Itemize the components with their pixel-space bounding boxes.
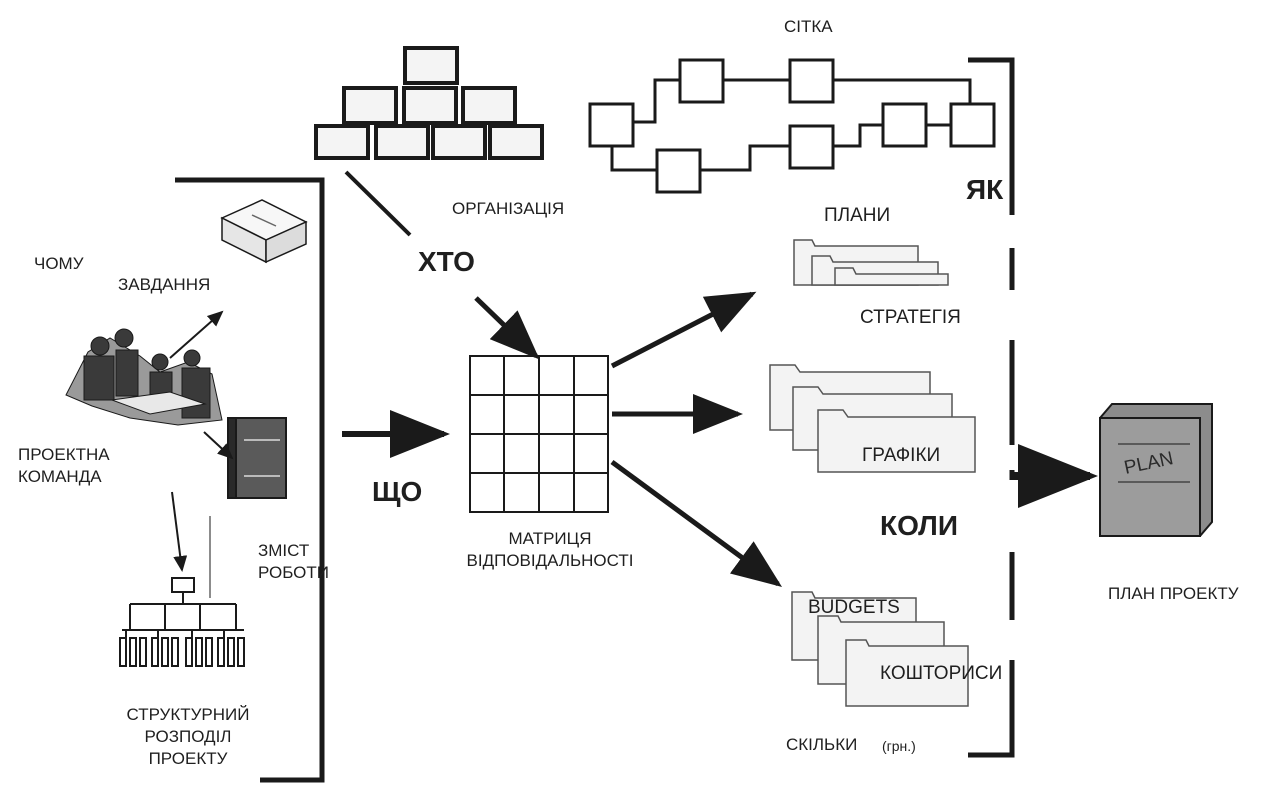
when-label: КОЛИ	[880, 510, 958, 541]
project-plan-label: ПЛАН ПРОЕКТУ	[1108, 584, 1239, 603]
document-icon	[220, 199, 308, 264]
work-breakdown-tree-icon	[119, 577, 245, 667]
arrows	[169, 170, 1098, 587]
wbs-label-line2: РОЗПОДІЛ	[144, 727, 232, 746]
schedules-folders-icon	[769, 364, 976, 473]
estimates-label: КОШТОРИСИ	[880, 663, 1003, 684]
wbs-label-line1: СТРУКТУРНИЙ	[126, 705, 250, 724]
matrix-label-line2: ВІДПОВІДАЛЬНОСТІ	[466, 551, 634, 570]
binder-icon	[227, 417, 287, 499]
strategy-label: СТРАТЕГІЯ	[860, 307, 961, 328]
network-diagram-icon	[588, 58, 996, 194]
plans-folders-icon	[793, 239, 949, 286]
right-bracket	[968, 57, 1015, 758]
matrix-label-line1: МАТРИЦЯ	[508, 529, 592, 548]
budgets-tab-label: BUDGETS	[808, 597, 900, 618]
team-label-line1: ПРОЕКТНА	[18, 445, 110, 464]
how-label: ЯК	[966, 174, 1004, 205]
project-team-icon	[65, 328, 223, 426]
task-label: ЗАВДАННЯ	[118, 275, 211, 294]
left-bracket	[175, 177, 325, 783]
work-scope-label-line2: РОБОТИ	[258, 563, 329, 582]
why-label: ЧОМУ	[34, 254, 84, 273]
who-label: ХТО	[418, 246, 475, 277]
plans-label: ПЛАНИ	[824, 205, 891, 226]
budgets-folders-icon	[791, 591, 969, 707]
how-much-label: СКІЛЬКИ	[786, 735, 858, 754]
what-label: ЩО	[372, 476, 423, 507]
organization-label: ОРГАНІЗАЦІЯ	[452, 199, 565, 218]
team-label-line2: КОМАНДА	[18, 467, 102, 486]
responsibility-matrix-icon	[469, 355, 609, 513]
network-label: СІТКА	[784, 17, 833, 36]
schedules-label: ГРАФІКИ	[862, 445, 941, 466]
plan-book-icon	[1099, 403, 1213, 537]
work-scope-label-line1: ЗМІСТ	[258, 541, 310, 560]
wbs-label-line3: ПРОЕКТУ	[148, 749, 228, 768]
organization-chart-icon	[314, 46, 544, 160]
currency-label: (грн.)	[882, 738, 916, 754]
